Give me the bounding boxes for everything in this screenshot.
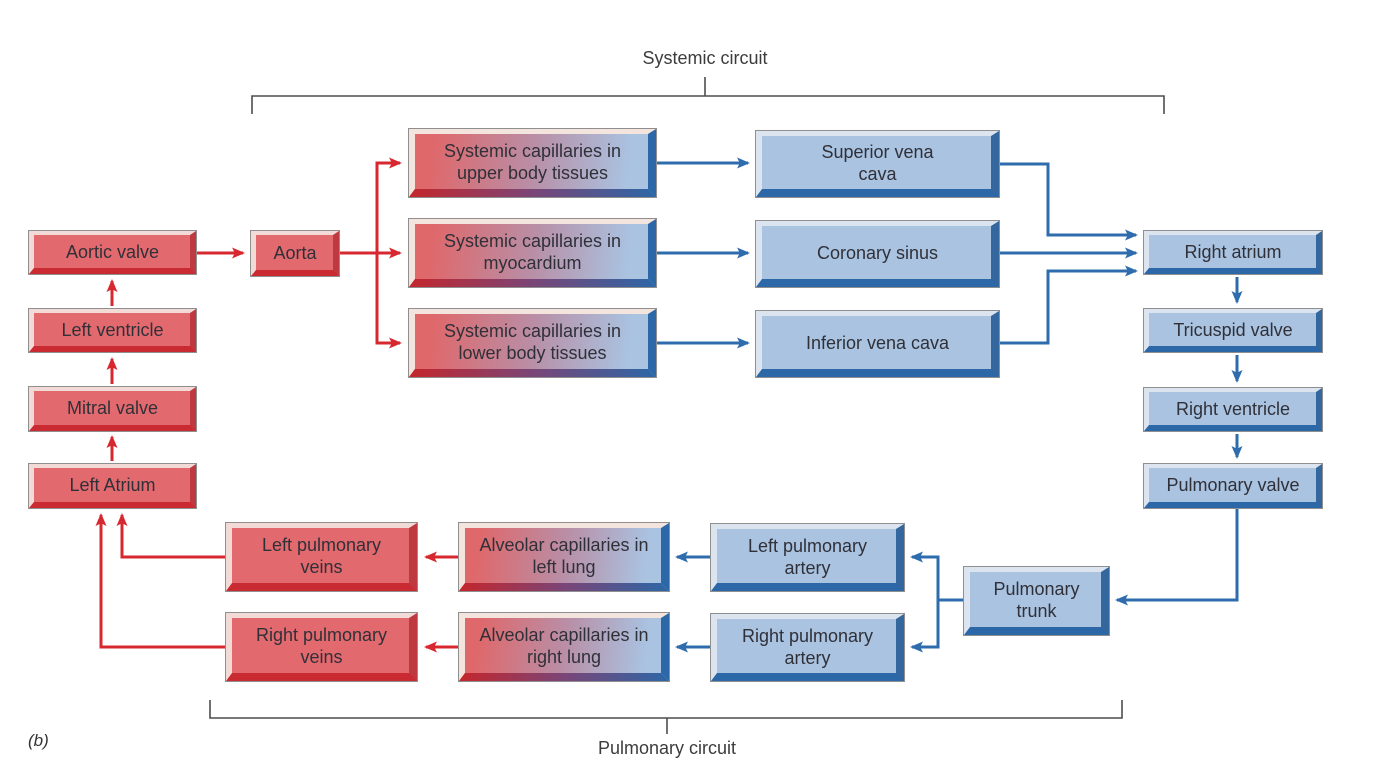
node-label: Tricuspid valve <box>1173 319 1293 340</box>
node-label: Right ventricle <box>1175 398 1291 419</box>
node-left-pulmonary-artery: Left pulmonary artery <box>710 523 905 592</box>
node-systemic-capillaries-upper: Systemic capillaries in upper body tissu… <box>408 128 657 198</box>
node-aortic-valve: Aortic valve <box>28 230 197 275</box>
node-label: Systemic capillaries in myocardium <box>443 231 622 273</box>
node-right-ventricle: Right ventricle <box>1143 387 1323 432</box>
pulmonary-circuit-bracket <box>209 700 1123 734</box>
node-pulmonary-trunk: Pulmonary trunk <box>963 566 1110 636</box>
node-coronary-sinus: Coronary sinus <box>755 220 1000 288</box>
node-systemic-capillaries-myocardium: Systemic capillaries in myocardium <box>408 218 657 288</box>
node-label: Right pulmonary veins <box>255 625 388 667</box>
systemic-circuit-label: Systemic circuit <box>642 48 768 68</box>
node-label: Left pulmonary veins <box>261 535 382 577</box>
node-left-pulmonary-veins: Left pulmonary veins <box>225 522 418 592</box>
node-right-pulmonary-artery: Right pulmonary artery <box>710 613 905 682</box>
node-left-ventricle: Left ventricle <box>28 308 197 353</box>
node-superior-vena-cava: Superior vena cava <box>755 130 1000 198</box>
node-label: Left Atrium <box>69 475 156 496</box>
blue-arrows <box>657 157 1243 653</box>
red-arrows <box>95 157 458 653</box>
node-label: Mitral valve <box>66 398 159 419</box>
node-inferior-vena-cava: Inferior vena cava <box>755 310 1000 378</box>
node-label: Alveolar capillaries in left lung <box>479 535 649 577</box>
node-tricuspid-valve: Tricuspid valve <box>1143 308 1323 353</box>
node-label: Aorta <box>273 242 317 263</box>
node-right-pulmonary-veins: Right pulmonary veins <box>225 612 418 682</box>
node-left-atrium: Left Atrium <box>28 463 197 509</box>
node-label: Pulmonary trunk <box>993 579 1080 621</box>
node-label: Systemic capillaries in upper body tissu… <box>443 141 622 183</box>
node-pulmonary-valve: Pulmonary valve <box>1143 463 1323 509</box>
node-label: Right pulmonary artery <box>741 625 874 668</box>
pulmonary-circuit-label: Pulmonary circuit <box>597 738 737 758</box>
node-label: Inferior vena cava <box>805 333 950 354</box>
figure-label: (b) <box>28 731 49 750</box>
node-label: Coronary sinus <box>816 243 939 264</box>
node-label: Pulmonary valve <box>1166 475 1300 496</box>
systemic-circuit-bracket <box>251 77 1165 114</box>
node-label: Left ventricle <box>61 319 164 340</box>
node-alveolar-capillaries-right-lung: Alveolar capillaries in right lung <box>458 612 670 682</box>
node-label: Systemic capillaries in lower body tissu… <box>443 321 622 363</box>
node-aorta: Aorta <box>250 230 340 277</box>
node-systemic-capillaries-lower: Systemic capillaries in lower body tissu… <box>408 308 657 378</box>
node-mitral-valve: Mitral valve <box>28 386 197 432</box>
node-label: Aortic valve <box>65 241 160 262</box>
node-label: Right atrium <box>1184 241 1282 262</box>
node-label: Left pulmonary artery <box>747 535 868 578</box>
node-alveolar-capillaries-left-lung: Alveolar capillaries in left lung <box>458 522 670 592</box>
node-label: Alveolar capillaries in right lung <box>479 625 649 667</box>
node-right-atrium: Right atrium <box>1143 230 1323 275</box>
node-label: Superior vena cava <box>821 142 934 184</box>
